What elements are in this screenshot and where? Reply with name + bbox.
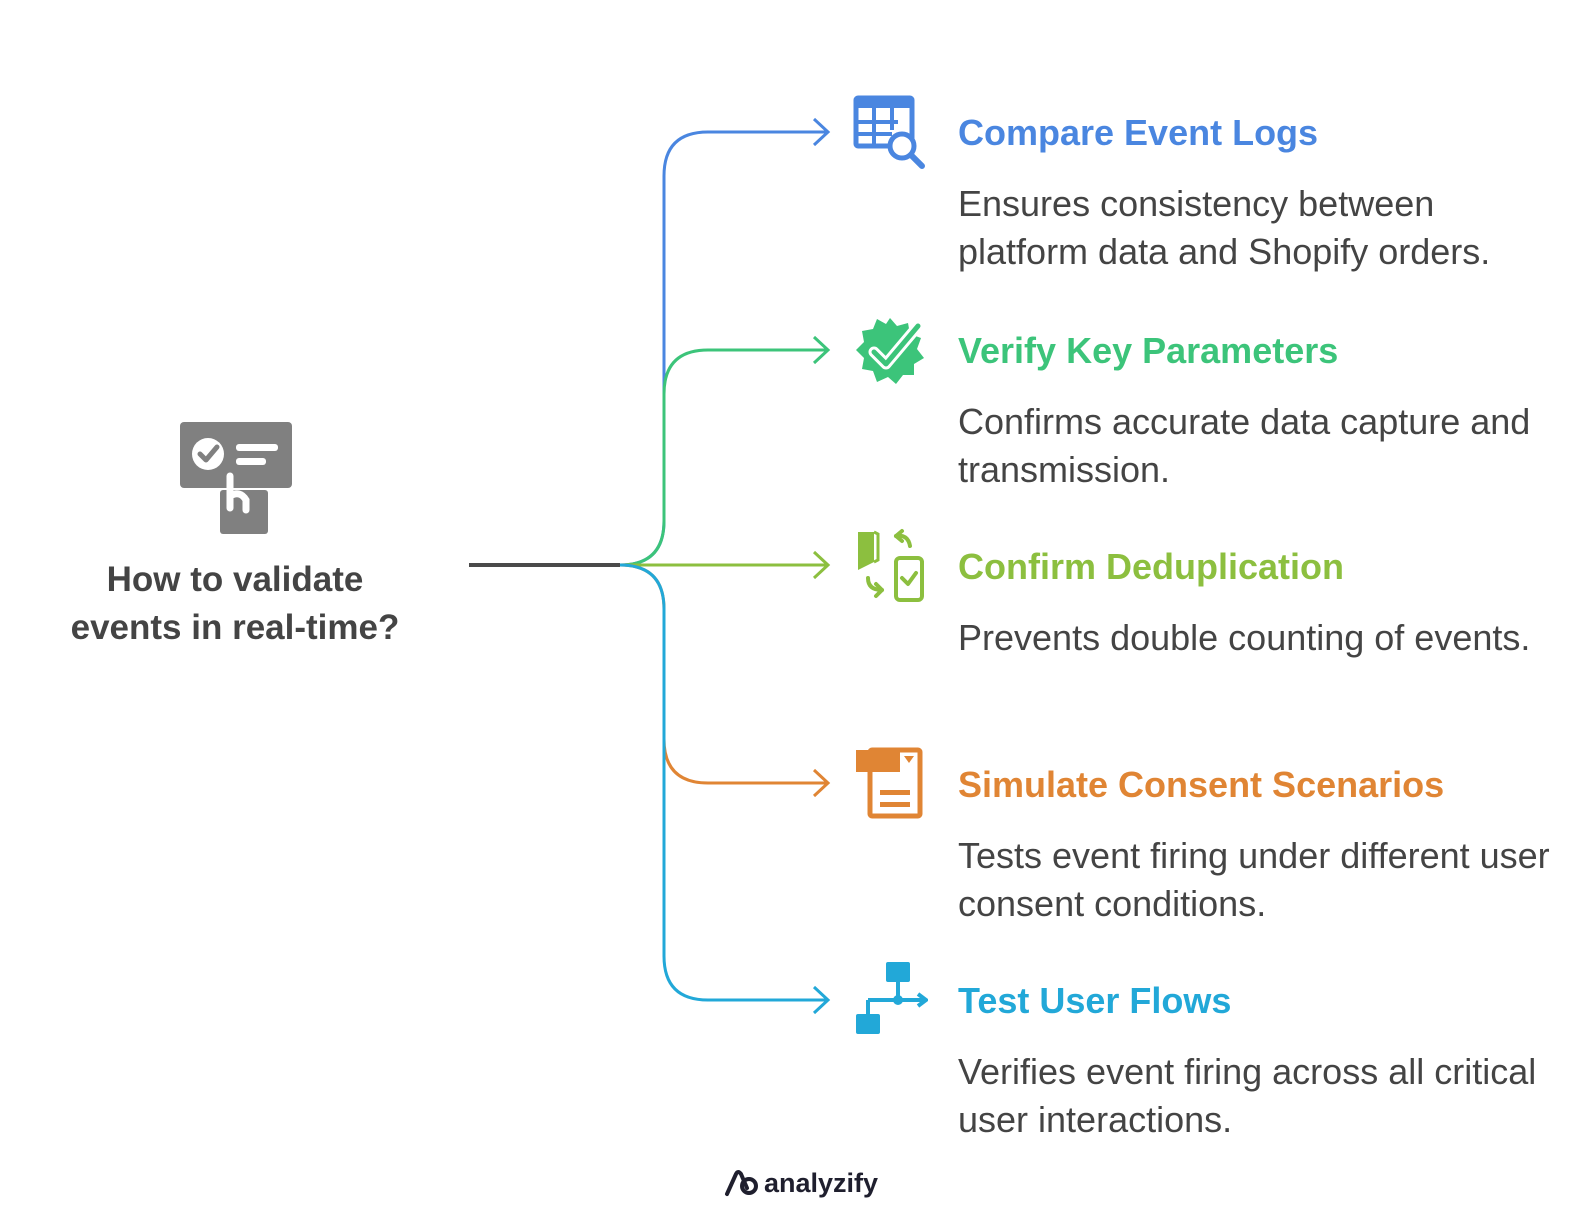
connector-simulate-consent — [619, 563, 828, 785]
root-title: How to validate events in real-time? — [40, 556, 430, 652]
arrowhead-confirm-deduplication — [812, 550, 831, 580]
branch-title-test-user-flows: Test User Flows — [958, 980, 1232, 1021]
form-document-icon — [852, 746, 928, 822]
analyzify-logo-icon — [724, 1168, 760, 1198]
connector-test-user-flows — [619, 563, 828, 1002]
branch-title-simulate-consent-scenarios: Simulate Consent Scenarios — [958, 764, 1445, 805]
branch-title-compare-event-logs: Compare Event Logs — [958, 112, 1319, 153]
root-title-line-1: How to validate — [106, 560, 364, 599]
arrowhead-compare-event-logs — [812, 117, 831, 147]
arrowhead-simulate-consent — [812, 768, 831, 798]
table-search-icon — [852, 94, 928, 170]
root-title-line-2: events in real-time? — [70, 608, 400, 647]
branch-desc-verify-key-parameters: Confirms accurate data capture and trans… — [958, 401, 1531, 490]
branch-desc-compare-event-logs: Ensures consistency between platform dat… — [958, 183, 1491, 272]
connector-verify-key-parameters — [619, 348, 828, 567]
badge-check-icon — [852, 312, 928, 388]
branch-title-confirm-deduplication: Confirm Deduplication — [958, 546, 1344, 587]
brand-name: analyzify — [764, 1168, 879, 1198]
branch-desc-confirm-deduplication: Prevents double counting of events. — [958, 617, 1531, 658]
arrowhead-verify-key-parameters — [812, 335, 831, 365]
branch-desc-simulate-consent-scenarios: Tests event firing under different user … — [958, 835, 1550, 924]
device-sync-icon — [852, 528, 928, 604]
branch-desc-test-user-flows: Verifies event firing across all critica… — [958, 1051, 1537, 1140]
branch-title-verify-key-parameters: Verify Key Parameters — [958, 330, 1339, 371]
flow-diagram-icon — [852, 962, 930, 1038]
arrowhead-test-user-flows — [812, 985, 831, 1015]
checklist-touch-icon — [174, 410, 298, 534]
